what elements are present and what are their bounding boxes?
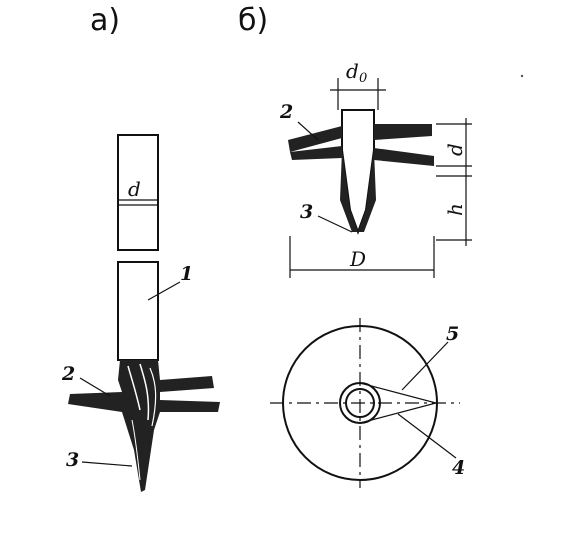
callout-line-2b: [297, 121, 319, 141]
blade-right-bot: [374, 148, 434, 166]
dim-label-d: d: [128, 177, 141, 201]
dim-label-h: h: [443, 203, 467, 216]
callout-4: 4: [452, 457, 465, 479]
callout-3b: 3: [300, 201, 313, 223]
callout-2a: 2: [61, 363, 75, 385]
dim-label-d0-sub: 0: [359, 71, 367, 86]
callout-line-1: [147, 281, 181, 301]
dim-label-d-right: d: [443, 143, 467, 156]
callout-3a: 3: [66, 449, 79, 471]
pile-shaft-lower: [117, 261, 159, 361]
callout-line-4: [397, 413, 457, 459]
callout-line-3a: [81, 461, 133, 467]
callout-line-5: [401, 341, 449, 391]
pile-side-view: d 1 2 3: [61, 134, 220, 492]
callout-line-3b: [317, 215, 353, 233]
pile-section-view: d 0 2 3 d h D: [279, 59, 472, 278]
callout-1: 1: [180, 263, 193, 285]
pile-plan-view: 5 4: [270, 318, 465, 488]
blade-left-top: [288, 126, 342, 152]
dim-label-d0: d: [346, 59, 359, 83]
blade-left-bot: [290, 146, 342, 160]
blade-right-top: [374, 124, 432, 140]
panel-a-label: а): [90, 3, 120, 38]
callout-2b: 2: [279, 101, 293, 123]
panel-b-label: б): [238, 3, 268, 38]
blade-edge: [359, 382, 439, 424]
callout-line-2a: [79, 377, 111, 397]
tube-inner: [345, 388, 375, 418]
dim-label-D: D: [349, 247, 366, 271]
callout-5: 5: [446, 323, 459, 345]
